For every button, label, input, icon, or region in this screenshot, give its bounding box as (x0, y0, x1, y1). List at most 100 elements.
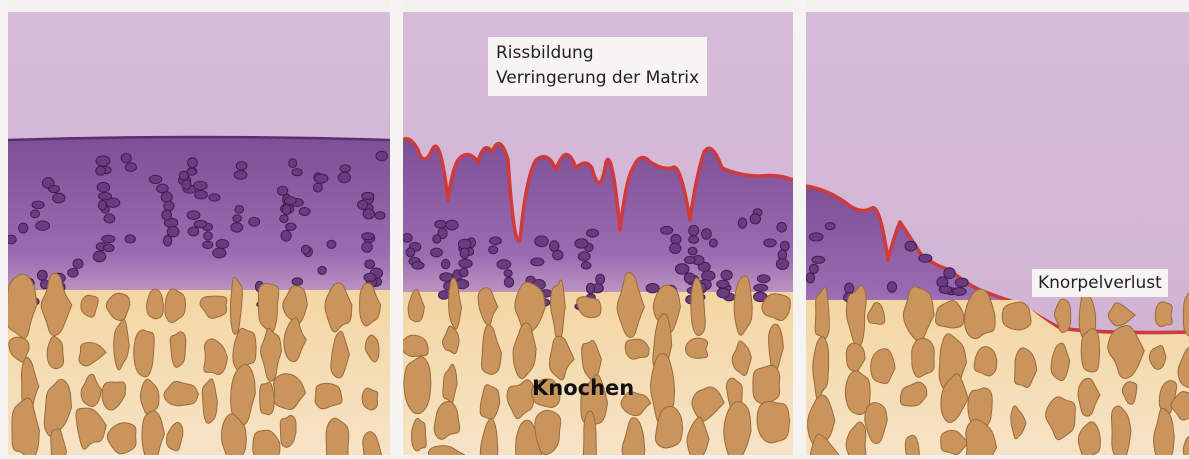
cartilage-cell-icon (179, 171, 188, 180)
cartilage-cell-icon (187, 211, 200, 220)
cartilage-cell-icon (283, 204, 291, 215)
cartilage-cell-icon (236, 162, 247, 171)
bone-trabecula-icon (362, 388, 378, 410)
cartilage-cell-icon (313, 183, 322, 192)
cartilage-cell-icon (96, 166, 106, 175)
cartilage-cell-icon (887, 282, 896, 293)
cartilage-cell-icon (365, 260, 375, 269)
cartilage-cell-icon (777, 223, 787, 233)
cartilage-cell-icon (195, 190, 208, 199)
cartilage-cell-icon (125, 235, 135, 243)
cartilage-cell-icon (531, 258, 544, 266)
cartilage-cell-icon (497, 260, 511, 269)
cartilage-cell-icon (49, 185, 60, 192)
cartilage-cell-icon (717, 280, 729, 288)
cartilage-cell-icon (717, 288, 730, 298)
cartilage-cell-icon (162, 210, 172, 220)
cartilage-cell-icon (953, 288, 966, 296)
panel-divider (793, 0, 806, 455)
cartilage-cell-icon (754, 284, 768, 291)
cartilage-cell-icon (376, 151, 387, 160)
bone-trabecula-icon (411, 418, 426, 451)
cartilage-cell-icon (446, 220, 459, 230)
cartilage-cell-icon (327, 240, 336, 248)
cartilage-cell-icon (809, 264, 818, 273)
cartilage-cell-icon (578, 252, 590, 261)
bone-trabecula-icon (757, 401, 790, 443)
cartilage-cell-icon (504, 277, 513, 287)
cartilage-cell-icon (164, 201, 174, 211)
cartilage-cell-icon (459, 268, 468, 277)
cartilage-cell-icon (284, 197, 296, 205)
cartilage-cell-icon (19, 223, 28, 233)
cartilage-cell-icon (104, 214, 115, 223)
cartilage-cell-icon (36, 221, 50, 230)
cartilage-cell-icon (553, 250, 563, 260)
cartilage-cell-icon (776, 259, 788, 270)
cartilage-cell-icon (646, 284, 659, 293)
cartilage-cell-icon (575, 239, 588, 248)
cartilage-cell-icon (581, 262, 591, 269)
cartilage-cell-icon (32, 201, 44, 209)
bone-trabecula-icon (583, 411, 596, 455)
cartilage-cell-icon (301, 245, 310, 254)
bone-trabecula-icon (134, 330, 154, 377)
cartilage-cell-icon (93, 251, 106, 261)
cartilage-cell-icon (281, 231, 291, 242)
cartilage-cell-icon (280, 215, 288, 223)
cartilage-cell-icon (204, 232, 213, 240)
cartilage-cell-icon (905, 241, 917, 251)
bone-trabecula-icon (260, 382, 275, 415)
cartilage-cell-icon (750, 214, 760, 224)
cartilage-cell-icon (98, 200, 106, 210)
cartilage-cell-icon (31, 210, 40, 218)
cartilage-cell-icon (364, 273, 376, 281)
panel-cartilage-loss (806, 12, 1189, 455)
cartilage-cell-icon (161, 192, 172, 203)
cartilage-cell-icon (435, 220, 447, 228)
cartilage-cell-icon (340, 165, 350, 172)
bone-label: Knochen (532, 376, 634, 400)
cartilage-cell-icon (490, 237, 502, 245)
cartilage-cell-icon (504, 270, 512, 277)
cartilage-cell-icon (919, 254, 932, 262)
bone-trabecula-icon (1081, 329, 1099, 372)
cartilage-cell-icon (358, 200, 368, 209)
cartilage-cell-icon (812, 256, 825, 263)
cartilage-cell-icon (194, 181, 208, 190)
cartilage-cell-icon (709, 239, 717, 247)
bone-trabecula-icon (1002, 302, 1031, 330)
cartilage-loss-label: Knorpelverlust (1032, 269, 1168, 297)
cartilage-cell-icon (96, 156, 110, 166)
cartilage-cell-icon (489, 246, 498, 254)
cartilage-cell-icon (587, 229, 599, 237)
cartilage-cell-icon (37, 270, 47, 280)
cartilage-cell-icon (412, 262, 424, 269)
cartilage-cell-icon (535, 236, 548, 247)
cartilage-cell-icon (596, 274, 605, 284)
cartilage-cell-icon (702, 271, 715, 281)
cartilage-cell-icon (289, 159, 297, 168)
cartilage-cell-icon (944, 268, 955, 279)
cartilage-cell-icon (188, 227, 199, 236)
panel-divider (390, 0, 403, 455)
cartilage-cell-icon (194, 220, 207, 227)
cartilage-cell-icon (955, 278, 968, 287)
cartilage-cell-icon (402, 234, 412, 243)
cartilage-cell-icon (757, 275, 770, 283)
cartilage-cell-icon (939, 286, 952, 294)
cartilage-cell-icon (363, 209, 374, 219)
fissuring-label-line-2: Verringerung der Matrix (496, 66, 699, 91)
cartilage-cell-icon (99, 193, 112, 200)
fissuring-label-line-1: Rissbildung (496, 41, 699, 66)
cartilage-cell-icon (188, 158, 198, 168)
cartilage-cell-icon (231, 223, 243, 233)
cartilage-cell-icon (286, 223, 296, 230)
cartilage-cell-icon (338, 172, 350, 182)
bone-trabecula-icon (753, 365, 780, 404)
cartilage-cell-icon (431, 248, 443, 257)
panel-healthy (6, 12, 390, 455)
bone-trabecula-icon (258, 283, 278, 332)
cartilage-cell-icon (406, 248, 415, 257)
cartilage-cell-icon (362, 233, 374, 240)
